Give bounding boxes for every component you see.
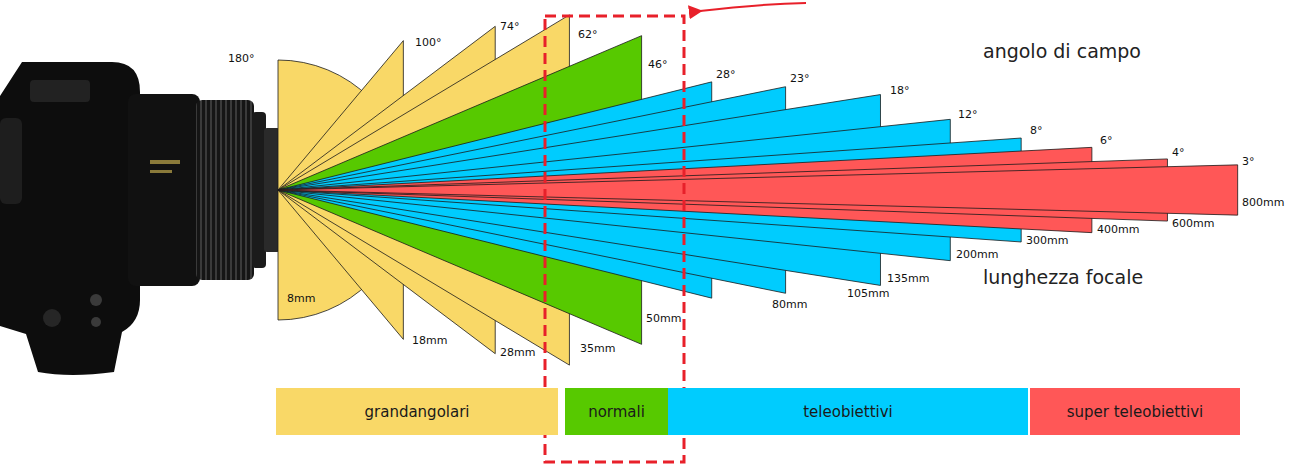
angle-label: 8° <box>1030 124 1043 137</box>
category-band: normali <box>565 388 668 435</box>
angle-label: 180° <box>228 52 255 65</box>
axis-caption: angolo di campo <box>983 40 1141 62</box>
angle-label: 23° <box>790 72 810 85</box>
focal-length-label: 18mm <box>412 334 447 347</box>
band-label: normali <box>588 403 645 421</box>
angle-label: 12° <box>958 108 978 121</box>
axis-caption: lunghezza focale <box>983 266 1143 288</box>
focal-length-label: 50mm <box>646 312 681 325</box>
focal-length-label: 800mm <box>1242 196 1284 209</box>
focal-length-label: 80mm <box>772 298 807 311</box>
focal-length-label: 35mm <box>580 342 615 355</box>
band-label: super teleobiettivi <box>1067 403 1204 421</box>
focal-length-label: 600mm <box>1172 217 1214 230</box>
highlight-frame <box>545 16 684 462</box>
angle-label: 18° <box>890 84 910 97</box>
view-angle-wedge <box>278 165 1238 215</box>
angle-label: 74° <box>500 20 520 33</box>
angle-label: 4° <box>1172 146 1185 159</box>
focal-length-label: 135mm <box>887 272 929 285</box>
band-label: teleobiettivi <box>803 403 893 421</box>
focal-length-label: 105mm <box>847 287 889 300</box>
angle-label: 62° <box>578 28 598 41</box>
angle-label: 28° <box>716 68 736 81</box>
focal-length-label: 200mm <box>956 248 998 261</box>
camera <box>0 62 280 375</box>
category-band: grandangolari <box>276 388 558 435</box>
focal-length-label: 400mm <box>1097 223 1139 236</box>
angle-label: 6° <box>1100 134 1113 147</box>
category-band: teleobiettivi <box>668 388 1028 435</box>
focal-length-label: 300mm <box>1026 234 1068 247</box>
focal-length-label: 28mm <box>500 346 535 359</box>
pointer-arrow <box>700 3 806 11</box>
focal-length-label: 8mm <box>287 292 315 305</box>
angle-label: 100° <box>415 36 442 49</box>
field-of-view-fan <box>278 15 1238 365</box>
angle-label: 3° <box>1242 155 1255 168</box>
angle-label: 46° <box>648 58 668 71</box>
category-band: super teleobiettivi <box>1030 388 1240 435</box>
band-label: grandangolari <box>365 403 470 421</box>
